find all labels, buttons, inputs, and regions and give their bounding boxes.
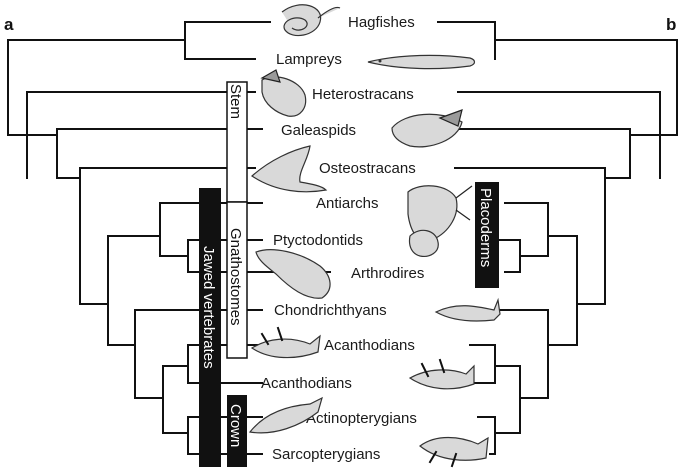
galeaspid-icon bbox=[391, 109, 463, 148]
panel-b-label: b bbox=[666, 15, 676, 34]
panel-a-label: a bbox=[4, 15, 14, 34]
gnathostomes-bar-label: Gnathostomes bbox=[227, 228, 244, 326]
taxon-label: Actinopterygians bbox=[306, 410, 417, 427]
crown-bar: Crown bbox=[227, 395, 247, 467]
taxon-label: Sarcopterygians bbox=[272, 446, 380, 463]
hagfish-icon bbox=[281, 4, 341, 37]
chondrichthyan-icon bbox=[434, 297, 501, 322]
crown-bar-label: Crown bbox=[227, 404, 244, 447]
sarcopterygian-icon bbox=[419, 436, 489, 468]
placoderms-bar: Placoderms bbox=[475, 182, 499, 288]
heterostracan-icon bbox=[260, 69, 307, 117]
taxon-label: Lampreys bbox=[276, 51, 342, 68]
lamprey-icon bbox=[367, 54, 476, 70]
gnathostomes-bar: Gnathostomes bbox=[226, 201, 248, 359]
taxon-label: Acanthodians bbox=[324, 337, 415, 354]
taxon-label: Osteostracans bbox=[319, 160, 416, 177]
ptyctodontid-icon bbox=[408, 229, 439, 257]
acanthodian-icon bbox=[250, 326, 321, 359]
jawed-vertebrates-bar-label: Jawed vertebrates bbox=[200, 246, 217, 369]
taxon-label: Acanthodians bbox=[261, 375, 352, 392]
arthrodire-icon bbox=[255, 249, 331, 299]
actinopterygian-icon bbox=[248, 396, 323, 434]
stem-bar: Stem bbox=[226, 81, 248, 203]
osteostracan-icon bbox=[251, 145, 328, 193]
taxon-label: Arthrodires bbox=[351, 265, 424, 282]
acanthodian-icon bbox=[408, 358, 475, 390]
taxon-labels: Hagfishes Lampreys Heterostracans Galeas… bbox=[261, 14, 424, 463]
taxon-label: Antiarchs bbox=[316, 195, 379, 212]
right-tree bbox=[437, 21, 678, 455]
taxon-label: Galeaspids bbox=[281, 122, 356, 139]
taxon-label: Heterostracans bbox=[312, 86, 414, 103]
placoderms-bar-label: Placoderms bbox=[477, 188, 494, 267]
taxon-label: Ptyctodontids bbox=[273, 232, 363, 249]
antiarch-icon bbox=[407, 185, 473, 242]
taxon-label: Hagfishes bbox=[348, 14, 415, 31]
jawed-vertebrates-bar: Jawed vertebrates bbox=[199, 188, 221, 467]
taxon-label: Chondrichthyans bbox=[274, 302, 387, 319]
stem-bar-label: Stem bbox=[227, 84, 244, 119]
